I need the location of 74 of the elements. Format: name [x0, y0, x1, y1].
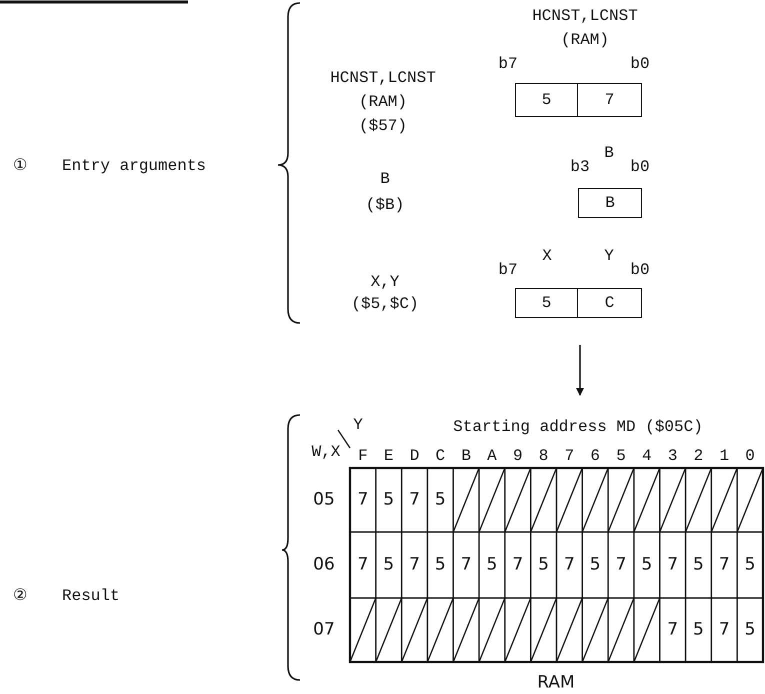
cell-value: 5: [383, 492, 394, 508]
cell-value: 5: [383, 556, 394, 574]
table-title: Starting address MD ($05C): [453, 419, 703, 435]
register-name: HCNST,LCNST: [532, 8, 638, 24]
cell-value: 7: [512, 556, 524, 574]
cell-value: 5: [434, 556, 446, 574]
section-label: Result: [62, 588, 120, 604]
column-header: E: [384, 448, 394, 464]
column-header: 1: [719, 448, 730, 464]
step-number: ②: [13, 588, 27, 604]
column-header: 9: [512, 448, 523, 464]
cell-value: 5: [693, 622, 704, 638]
bit-label: b7: [498, 262, 518, 278]
register-value: ($B): [366, 197, 404, 213]
bit-label: b7: [498, 56, 518, 72]
register-value: ($57): [359, 118, 407, 134]
row-header: 06: [313, 556, 335, 574]
bit-label: b0: [630, 262, 650, 278]
cell-value: 7: [358, 492, 368, 508]
row-header: 05: [313, 492, 335, 508]
cell-value: 7: [358, 556, 368, 574]
cell-value: 7: [564, 556, 575, 574]
step-number: ①: [13, 158, 27, 174]
section-label: Entry arguments: [62, 158, 206, 174]
column-axis-label: Y: [353, 417, 363, 433]
cell-value: 7: [667, 556, 678, 574]
row-axis-label: W,X: [312, 444, 340, 460]
column-header: 5: [616, 448, 626, 464]
cell-value: 5: [744, 622, 756, 638]
register-cell: 5: [515, 288, 578, 318]
cell-value: 5: [486, 556, 498, 574]
cell-value: 5: [434, 492, 446, 508]
register-name: (RAM): [561, 32, 609, 48]
row-header: 07: [313, 622, 335, 638]
column-header: A: [487, 448, 497, 464]
register-name: HCNST,LCNST: [330, 70, 436, 86]
bit-label: b0: [630, 159, 650, 175]
cell-value: 7: [409, 492, 420, 508]
column-header: 0: [745, 448, 755, 464]
column-header: 8: [538, 448, 548, 464]
register-cell: B: [578, 188, 642, 218]
column-header: F: [358, 448, 368, 464]
cell-value: 5: [693, 556, 704, 574]
column-header: D: [410, 448, 420, 464]
cell-value: 7: [718, 556, 730, 574]
column-header: 6: [590, 448, 600, 464]
bit-label: b0: [630, 56, 650, 72]
column-header: B: [461, 448, 471, 464]
cell-value: 5: [641, 556, 652, 574]
cell-value: 7: [409, 556, 420, 574]
register-cell: 7: [578, 83, 642, 117]
cell-value: 5: [538, 556, 549, 574]
register-name: B: [604, 145, 614, 161]
register-name: X: [542, 248, 552, 264]
register-cell: C: [578, 288, 642, 318]
cell-value: 7: [616, 556, 626, 574]
cell-value: 5: [590, 556, 601, 574]
register-name: B: [380, 171, 390, 187]
cell-value: 5: [744, 556, 756, 574]
register-value: ($5,$C): [351, 296, 419, 312]
register-cell: 5: [515, 83, 578, 117]
cell-value: 7: [667, 622, 678, 638]
bit-label: b3: [570, 159, 590, 175]
column-header: 2: [694, 448, 704, 464]
cell-value: 7: [460, 556, 472, 574]
column-header: 7: [564, 448, 574, 464]
column-header: 4: [642, 448, 652, 464]
column-header: 3: [668, 448, 678, 464]
column-header: C: [436, 448, 446, 464]
register-name: X,Y: [370, 274, 400, 290]
cell-value: 7: [718, 622, 730, 638]
register-name: (RAM): [359, 94, 407, 110]
table-caption: RAM: [537, 674, 575, 692]
register-name: Y: [604, 248, 614, 264]
